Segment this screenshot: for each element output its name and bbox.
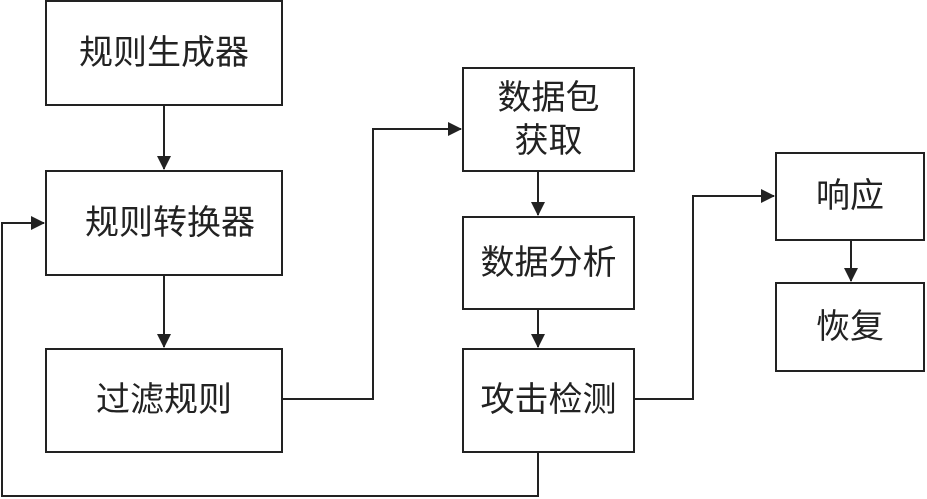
edge-attack-detection-feedback-to-rule-converter [1,216,539,497]
response-box: 响应 [775,152,925,241]
rule-converter-box: 规则转换器 [45,170,283,276]
packet-capture-label: 数据包 获取 [497,78,600,161]
attack-detection-box: 攻击检测 [462,348,635,453]
filter-rules-label: 过滤规则 [96,380,232,421]
recovery-label: 恢复 [816,306,884,347]
data-analysis-box: 数据分析 [462,216,635,310]
rule-converter-label: 规则转换器 [85,202,255,243]
rule-generator-box: 规则生成器 [45,0,283,106]
edge-filter-rules-to-packet-capture [282,122,462,400]
data-analysis-label: 数据分析 [480,242,617,283]
rule-generator-label: 规则生成器 [79,32,249,73]
response-label: 响应 [816,176,884,217]
packet-capture-box: 数据包 获取 [462,67,635,172]
recovery-box: 恢复 [775,282,925,372]
filter-rules-box: 过滤规则 [45,348,283,453]
edge-attack-detection-to-response [634,189,775,400]
attack-detection-label: 攻击检测 [480,380,617,421]
